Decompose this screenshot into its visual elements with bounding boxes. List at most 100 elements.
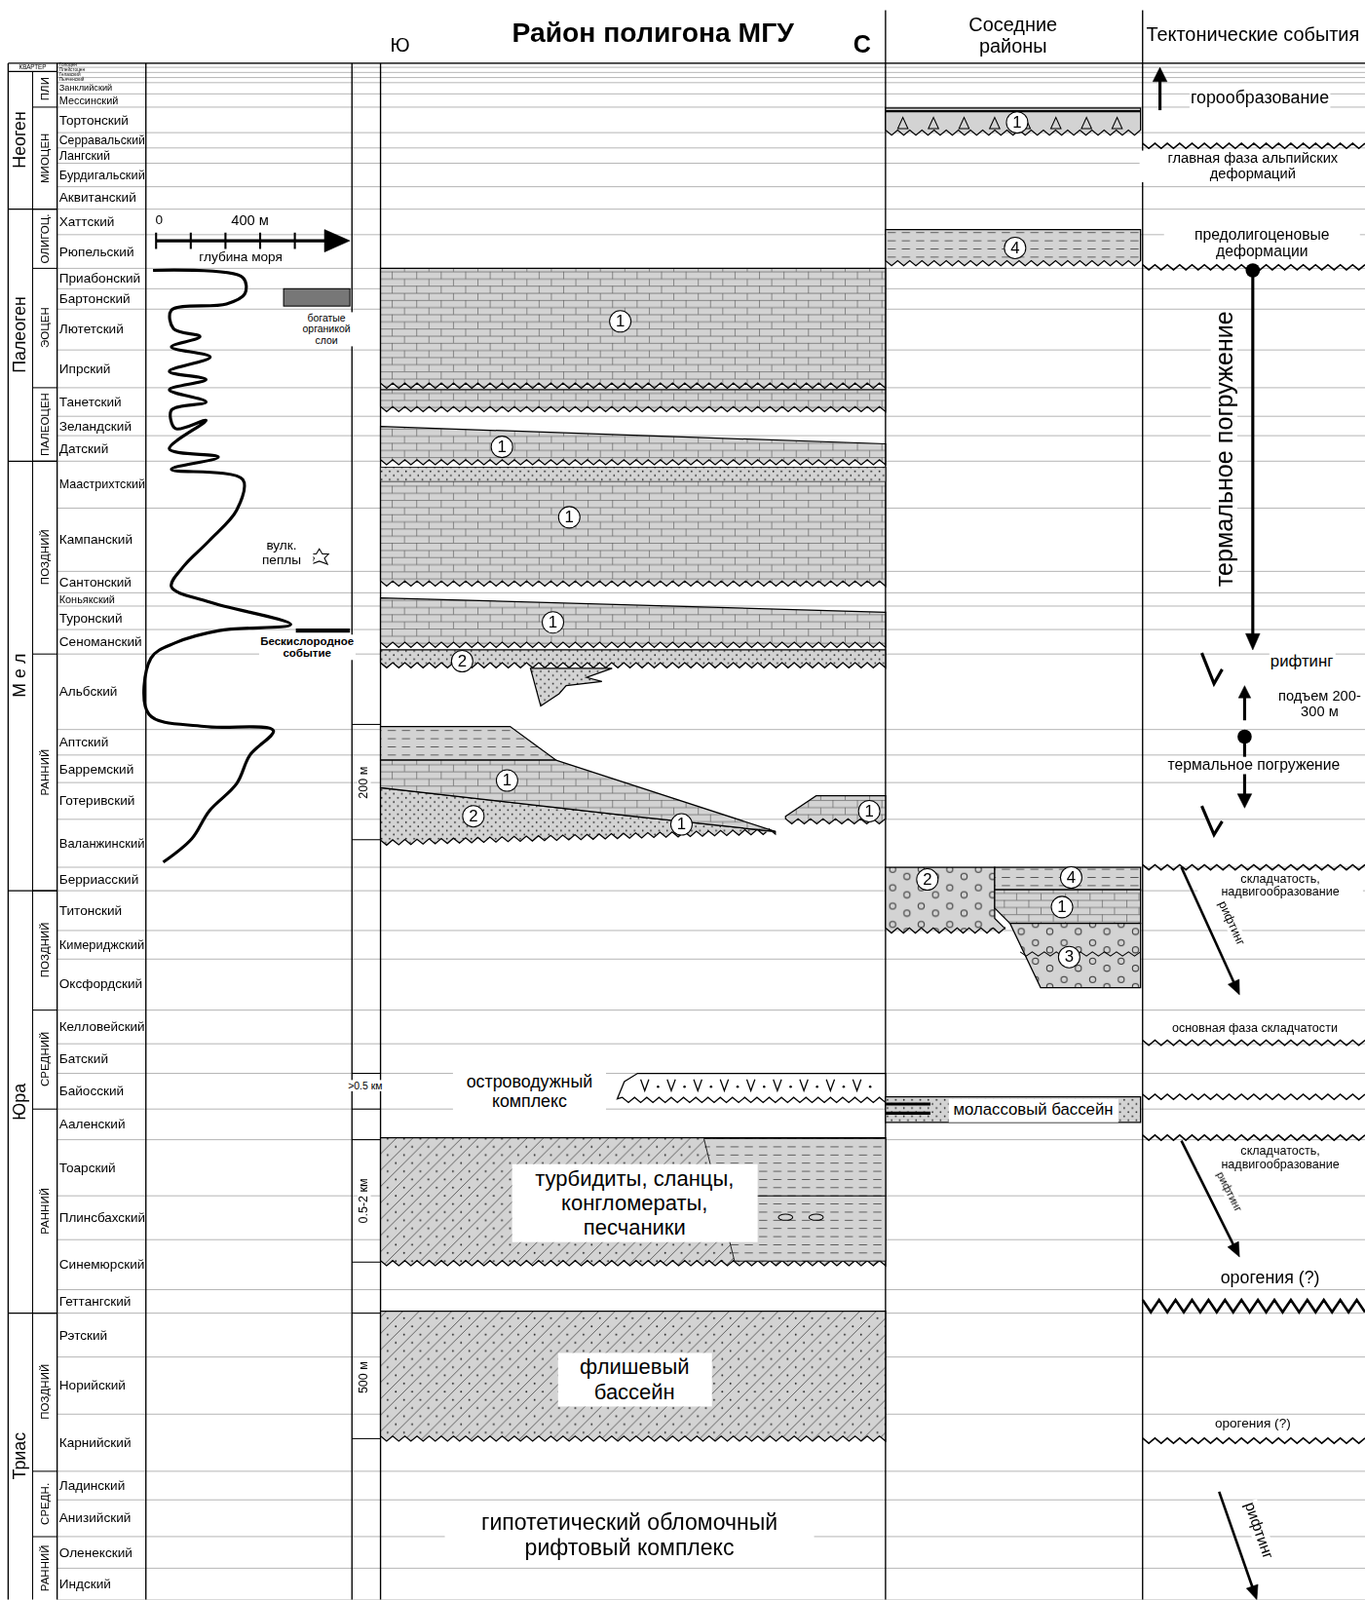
- grid-line: [57, 106, 1365, 108]
- volcanic-dot: [710, 1085, 714, 1089]
- callout-number: 4: [1003, 236, 1026, 260]
- stage-name: Карнийский: [59, 1435, 132, 1450]
- callout-number: 2: [451, 649, 474, 673]
- volcanic-dot: [682, 1085, 686, 1089]
- arrow-head: [1227, 979, 1240, 995]
- grid-line: [57, 782, 1365, 784]
- rule-line: [33, 1470, 58, 1472]
- epoch-name: РАННИЙ: [38, 1187, 52, 1235]
- breccia-mark: [989, 116, 1000, 129]
- arrow-head: [1152, 67, 1168, 82]
- stage-name: Байосский: [59, 1083, 124, 1099]
- stage-name: Норийский: [59, 1377, 126, 1393]
- rule-line: [33, 1108, 58, 1110]
- arrow-head: [1227, 1241, 1240, 1257]
- rock-layer: [616, 1073, 885, 1103]
- volcanic-mark: [667, 1079, 676, 1092]
- rule-line: [885, 1101, 931, 1105]
- grid-line: [57, 132, 1365, 134]
- epoch-name: РАННИЙ: [38, 1544, 52, 1592]
- rock-layer: [885, 867, 1006, 934]
- stage-name: Готеривский: [59, 793, 136, 808]
- stage-name: Коньякский: [59, 593, 115, 606]
- volcanic-dot: [869, 1085, 873, 1089]
- event-label: главная фаза альпийских деформаций: [1139, 151, 1365, 183]
- grid-line: [57, 890, 1365, 892]
- stage-name: Датский: [59, 441, 110, 456]
- stage-name: Аквитанский: [59, 190, 137, 206]
- rule-line: [33, 1312, 58, 1314]
- rock-layer: [380, 467, 886, 587]
- rule-line: [351, 1138, 380, 1140]
- rock-layer: [380, 759, 776, 832]
- organic-layer-bar: [283, 288, 350, 306]
- rule-line: [351, 1312, 380, 1314]
- rule-line: [7, 63, 9, 1600]
- rock-layer: [530, 668, 612, 707]
- epoch-name: ПАЛЕОЦЕН: [38, 392, 52, 456]
- anoxic-event-bar: [296, 628, 350, 633]
- callout-number: 1: [558, 505, 581, 529]
- epoch-name: ПОЗДНИЙ: [38, 1364, 52, 1420]
- volcanic-dot: [842, 1085, 846, 1089]
- unconformity: [1142, 143, 1365, 149]
- lithology-box: турбидиты, сланцы, конгломераты, песчани…: [512, 1164, 758, 1243]
- unconformity: [1020, 951, 1141, 956]
- volcanic-dot: [762, 1085, 766, 1089]
- stage-name: Валанжинский: [59, 835, 146, 851]
- grid-line: [57, 67, 1365, 69]
- grid-line: [57, 72, 1365, 74]
- stage-name: Тортонский: [59, 113, 129, 128]
- grid-line: [57, 1108, 1365, 1110]
- epoch-name: ПЛИ: [38, 76, 52, 101]
- unconformity: [1142, 864, 1365, 870]
- event-label: рифтинг: [1241, 1498, 1278, 1562]
- breccia-mark: [897, 116, 908, 129]
- rule-line: [33, 890, 58, 892]
- note: Бескислородное событие: [259, 634, 355, 659]
- callout-number: 4: [1060, 866, 1083, 889]
- rock-layer: [994, 889, 1141, 924]
- callout-number: 1: [1005, 111, 1028, 134]
- callout-number: 1: [608, 309, 632, 333]
- volcanic-dot: [815, 1085, 819, 1089]
- event-label: орогения (?): [1219, 1268, 1322, 1289]
- stage-name: Барремский: [59, 760, 135, 776]
- rule-line: [351, 63, 353, 1600]
- rift-tick: [1201, 652, 1222, 683]
- breccia-mark: [928, 116, 939, 129]
- rule-line: [351, 723, 380, 725]
- stage-name: Ипрский: [59, 361, 112, 377]
- axis-title: глубина моря: [197, 249, 284, 265]
- node-text: островодужный комплекс: [457, 1071, 602, 1112]
- grid-line: [57, 93, 1365, 95]
- column-header: Соседние районы: [940, 14, 1086, 58]
- direction-label: Ю: [388, 35, 411, 57]
- grid-line: [57, 1567, 1365, 1569]
- grid-line: [57, 1009, 1365, 1011]
- grid-line: [57, 386, 1365, 388]
- stage-name: Геттангский: [59, 1293, 132, 1309]
- unconformity: [1142, 1135, 1365, 1140]
- volcanic-dot: [736, 1085, 740, 1089]
- stage-name: Синемюрский: [59, 1256, 146, 1272]
- callout-number: 3: [1058, 946, 1081, 969]
- stage-name: Кампанский: [59, 531, 133, 547]
- event-label: складчатость, надвигообразование: [1197, 872, 1364, 900]
- grid-line: [57, 754, 1365, 756]
- complex-label: островодужный комплекс: [453, 1069, 607, 1114]
- stage-name: Сантонский: [59, 574, 132, 590]
- stage-name: Ааленский: [59, 1116, 126, 1132]
- rule-line: [33, 386, 58, 388]
- stage-name: Титонский: [59, 903, 122, 918]
- unconformity: [1142, 1040, 1365, 1046]
- thickness-label: 200 м: [357, 765, 372, 800]
- stage-name: Лангский: [59, 149, 111, 163]
- basin-label: флишевый бассейн: [558, 1352, 712, 1406]
- rock-layer: [785, 796, 886, 825]
- event-label: рифтинг: [1214, 898, 1248, 949]
- rock-layer: [1010, 923, 1141, 988]
- stage-name: Лютетский: [59, 322, 124, 338]
- rule-line: [33, 653, 58, 655]
- stage-name: Ладинский: [59, 1478, 126, 1493]
